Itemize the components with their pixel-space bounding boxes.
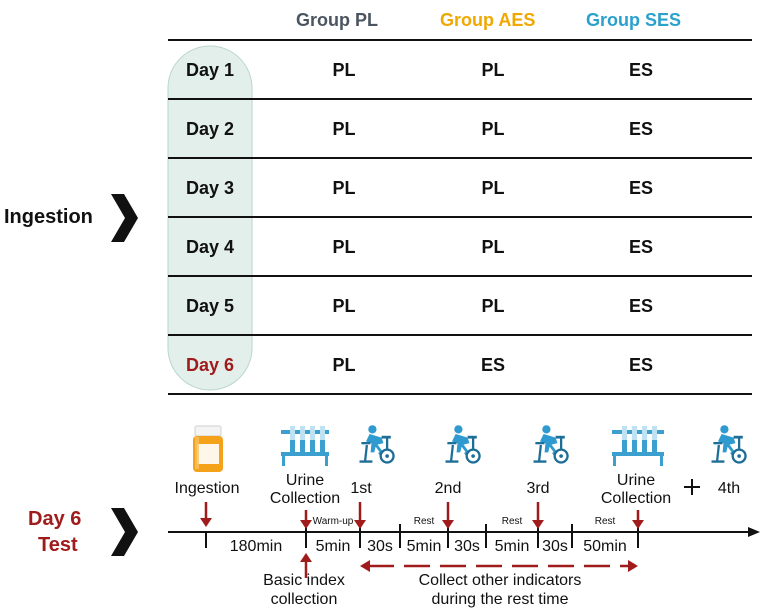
basic-index-label-line2: collection <box>270 591 338 608</box>
table-cell: ES <box>628 296 654 316</box>
test-label-line2: Test <box>38 534 78 556</box>
test-chevron-icon <box>111 508 138 556</box>
header-group-pl: Group PL <box>296 10 378 30</box>
event-ingestion-label: Ingestion <box>174 480 240 497</box>
segment-label: 30s <box>454 538 480 555</box>
table-cell: ES <box>628 237 654 257</box>
ingestion-arrow-icon <box>200 518 212 527</box>
basic-index-arrow-icon <box>300 553 312 562</box>
collect-arrow-left-icon <box>360 560 370 572</box>
plus-icon <box>684 479 700 495</box>
second-arrow-icon <box>442 520 454 529</box>
day-label-highlight: Day 6 <box>185 355 235 375</box>
table-cell: ES <box>480 355 506 375</box>
table-cell: PL <box>481 296 505 316</box>
event-fourth-label: 4th <box>717 480 741 497</box>
cyclist-icon <box>532 424 569 464</box>
segment-label: 30s <box>542 538 568 555</box>
segment-label: 5min <box>494 538 530 555</box>
segment-label: 5min <box>406 538 442 555</box>
third-arrow-icon <box>532 520 544 529</box>
table-cell: PL <box>332 60 356 80</box>
table-cell: ES <box>628 355 654 375</box>
test-label-line1: Day 6 <box>28 508 82 530</box>
day-label: Day 5 <box>185 296 235 316</box>
table-cell: ES <box>628 178 654 198</box>
pill-bottle-icon <box>193 425 223 472</box>
cyclist-icon <box>710 424 747 464</box>
header-group-aes: Group AES <box>440 10 536 30</box>
segment-label: 5min <box>315 538 351 555</box>
day-label: Day 1 <box>185 60 235 80</box>
table-cell: PL <box>332 237 356 257</box>
header-group-ses: Group SES <box>586 10 682 30</box>
table-cell: PL <box>332 119 356 139</box>
table-cell: PL <box>481 237 505 257</box>
segment-label: 180min <box>229 538 283 555</box>
cyclist-icon <box>358 424 395 464</box>
event-urine1-label-line2: Collection <box>269 490 341 507</box>
rest-label: Rest <box>501 516 523 527</box>
table-cell: PL <box>332 296 356 316</box>
table-cell: PL <box>481 60 505 80</box>
test-tube-rack-icon <box>612 426 664 466</box>
warmup-label: Warm-up <box>312 516 354 527</box>
ingestion-chevron-icon <box>111 194 138 242</box>
rest-label: Rest <box>413 516 435 527</box>
collect-label-line1: Collect other indicators <box>418 572 582 589</box>
table-cell: PL <box>481 119 505 139</box>
urine1-arrow-icon <box>300 520 312 529</box>
rest-label: Rest <box>594 516 616 527</box>
table-cell: PL <box>332 355 356 375</box>
event-second-label: 2nd <box>434 480 462 497</box>
event-first-label: 1st <box>350 480 372 497</box>
test-tube-rack-icon <box>281 426 329 466</box>
table-cell: PL <box>481 178 505 198</box>
ingestion-label: Ingestion <box>4 206 93 228</box>
event-urine2-label-line1: Urine <box>616 472 656 489</box>
cyclist-icon <box>444 424 481 464</box>
day-label: Day 3 <box>185 178 235 198</box>
event-urine2-label-line2: Collection <box>600 490 672 507</box>
event-third-label: 3rd <box>526 480 550 497</box>
table-cell: ES <box>628 119 654 139</box>
table-cell: PL <box>332 178 356 198</box>
first-arrow-icon <box>354 520 366 529</box>
segment-label: 50min <box>583 538 627 555</box>
table-cell: ES <box>628 60 654 80</box>
timeline-arrowhead <box>748 527 760 537</box>
collect-arrow-right-icon <box>628 560 638 572</box>
day-label: Day 4 <box>185 237 235 257</box>
day-label: Day 2 <box>185 119 235 139</box>
event-urine1-label-line1: Urine <box>285 472 325 489</box>
segment-label: 30s <box>367 538 393 555</box>
collect-label-line2: during the rest time <box>431 591 569 608</box>
urine2-arrow-icon <box>632 520 644 529</box>
table-lines <box>168 39 752 395</box>
basic-index-label-line1: Basic index <box>263 572 345 589</box>
